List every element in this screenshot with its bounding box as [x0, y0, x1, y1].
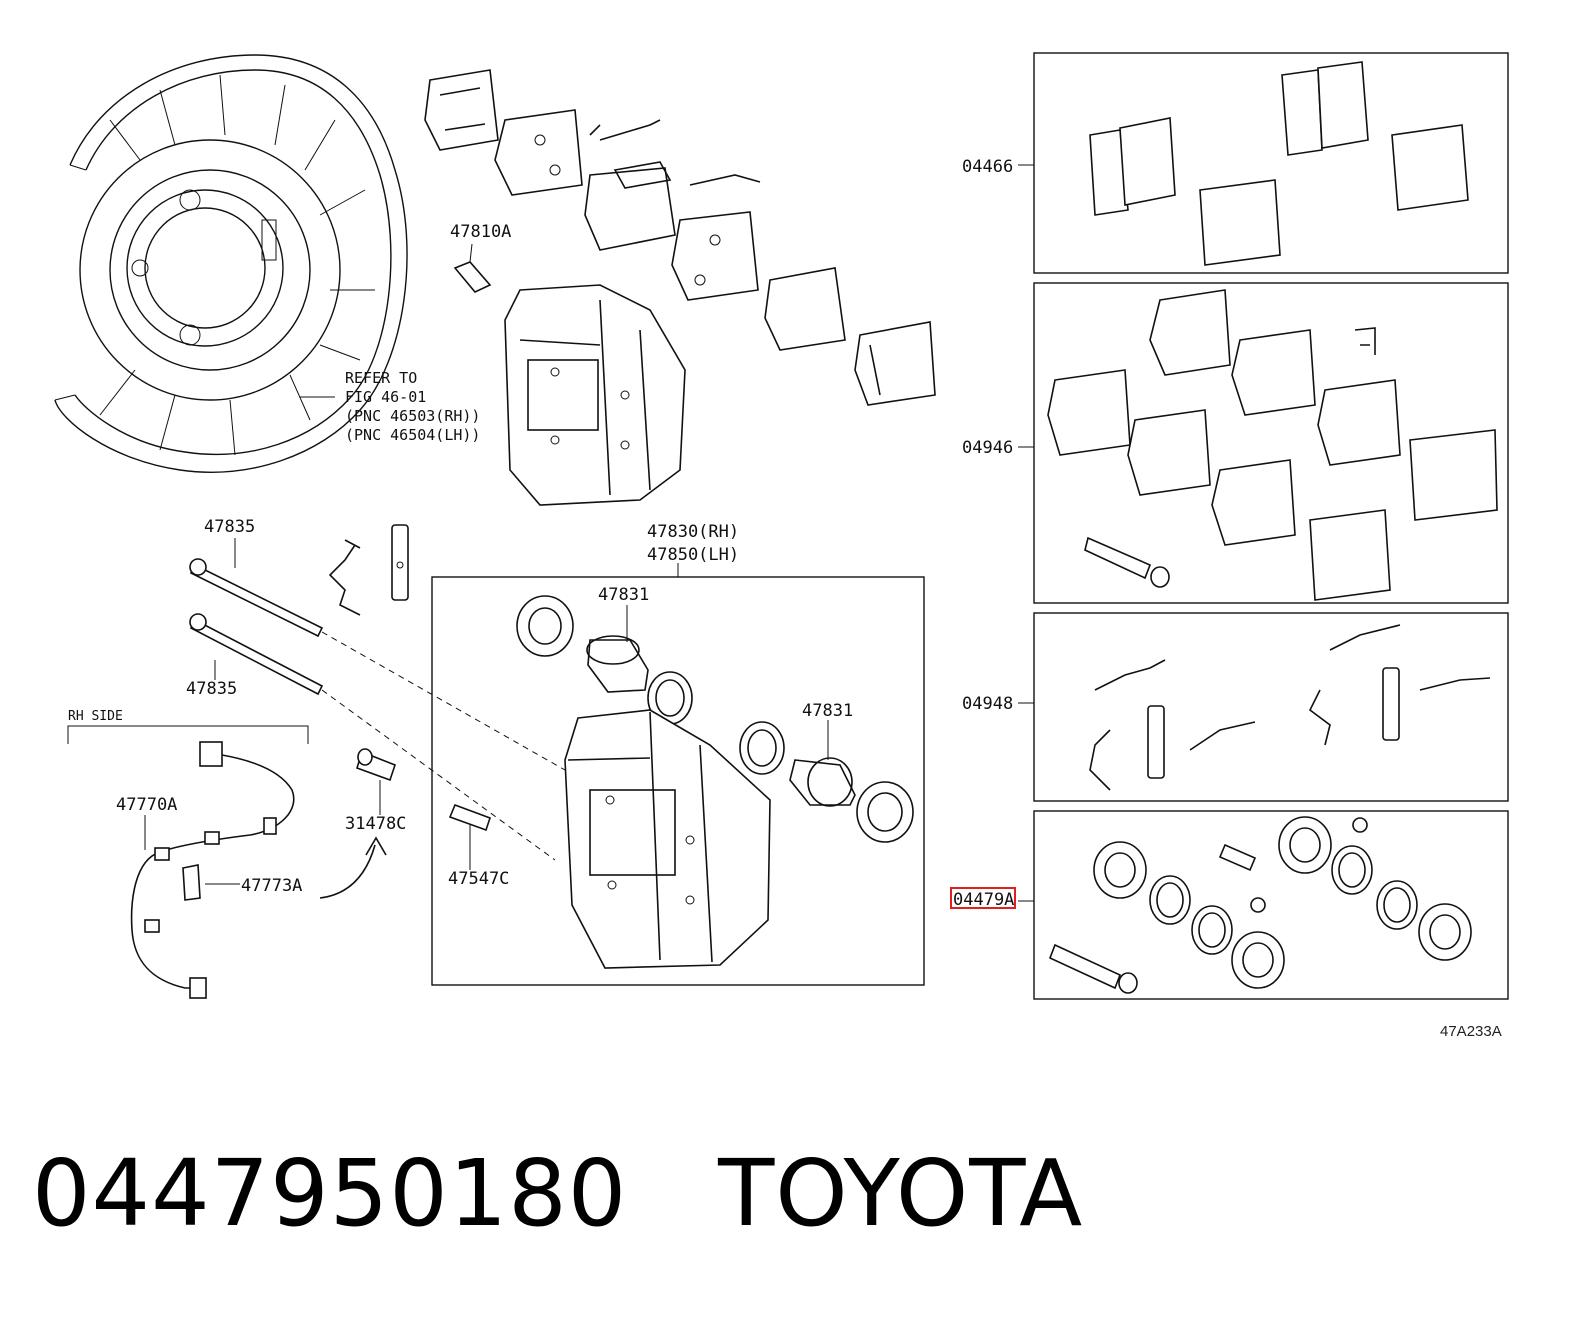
- label-47547c[interactable]: 47547C: [448, 869, 509, 889]
- speed-sensor-drawing: [130, 741, 295, 999]
- figure-code: 47A233A: [1440, 1023, 1502, 1040]
- kit-box-04948: [1018, 612, 1509, 802]
- spring-clip-drawing: [328, 524, 409, 616]
- label-04948[interactable]: 04948: [962, 694, 1013, 714]
- caliper-assembly-drawing: [516, 595, 914, 969]
- label-47830-rh[interactable]: 47830(RH): [647, 522, 739, 542]
- refer-note-line2: FIG 46-01: [345, 388, 426, 406]
- label-rh-side: RH SIDE: [68, 709, 123, 724]
- label-47835-bottom[interactable]: 47835: [186, 679, 237, 699]
- kit-box-04479a: [1018, 810, 1509, 1000]
- backing-plate-drawing: [54, 54, 408, 473]
- brand-name: TOYOTA: [718, 1140, 1084, 1247]
- label-47850-lh[interactable]: 47850(LH): [647, 545, 739, 565]
- refer-note-line4: (PNC 46504(LH)): [345, 426, 480, 444]
- highlight-box: [950, 887, 1016, 909]
- pad-shim-cluster: [424, 69, 936, 406]
- label-47810a[interactable]: 47810A: [450, 222, 511, 242]
- label-47831-right[interactable]: 47831: [802, 701, 853, 721]
- part-number: 0447950180: [32, 1140, 628, 1247]
- label-47773a[interactable]: 47773A: [241, 876, 302, 896]
- rh-side-bracket: [67, 725, 309, 744]
- label-47770a[interactable]: 47770A: [116, 795, 177, 815]
- kit-box-04466: [1018, 52, 1509, 274]
- label-47831-top[interactable]: 47831: [598, 585, 649, 605]
- cap-and-bleeder-drawing: [319, 748, 492, 899]
- bottom-caption: 0447950180 TOYOTA: [32, 1140, 1083, 1247]
- refer-note-line1: REFER TO: [345, 369, 417, 387]
- bolt-47810a-drawing: [453, 243, 492, 293]
- label-31478c[interactable]: 31478C: [345, 814, 406, 834]
- label-04466[interactable]: 04466: [962, 157, 1013, 177]
- upper-caliper-drawing: [504, 284, 686, 506]
- label-04946[interactable]: 04946: [962, 438, 1013, 458]
- label-04479a[interactable]: 04479A: [953, 890, 1014, 910]
- refer-note-line3: (PNC 46503(RH)): [345, 407, 480, 425]
- kit-box-04946: [1018, 282, 1509, 604]
- label-47835-top[interactable]: 47835: [204, 517, 255, 537]
- guide-pins-drawing: [189, 538, 566, 861]
